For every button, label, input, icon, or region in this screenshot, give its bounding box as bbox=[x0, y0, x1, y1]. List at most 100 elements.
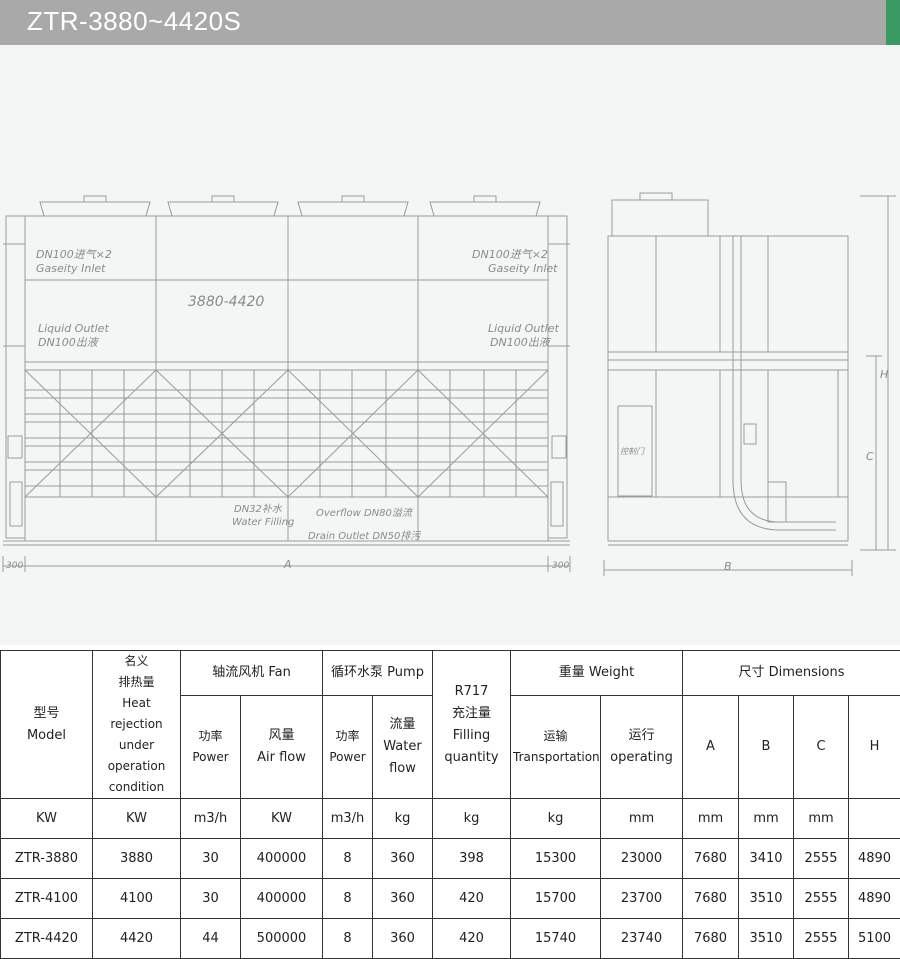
table-cell: 420 bbox=[433, 919, 511, 959]
header-pump-power: 功率 Power bbox=[323, 695, 373, 798]
table-cell: 30 bbox=[181, 839, 241, 879]
header-accent bbox=[886, 0, 900, 45]
table-cell: 398 bbox=[433, 839, 511, 879]
fan-hoods bbox=[40, 196, 540, 216]
dim-a-label: A bbox=[283, 558, 292, 571]
dim-c-label: C bbox=[866, 450, 874, 463]
table-row: ZTR-3880 3880 30 400000 8 360 398 15300 … bbox=[1, 839, 900, 879]
unit-cell: KW bbox=[241, 799, 323, 839]
gas-inlet-en-left: Gaseity Inlet bbox=[36, 262, 106, 275]
water-fill-en: Water Filling bbox=[232, 517, 294, 528]
header-fan-air: 风量 Air flow bbox=[241, 695, 323, 798]
header-pump-flow: 流量 Water flow bbox=[373, 695, 433, 798]
header-operating: 运行 operating bbox=[601, 695, 683, 798]
liquid-outlet-en-left: Liquid Outlet bbox=[38, 322, 109, 335]
table-cell: 2555 bbox=[794, 919, 849, 959]
header-transport: 运输 Transportation bbox=[511, 695, 601, 798]
table-cell: 360 bbox=[373, 839, 433, 879]
table-cell: 44 bbox=[181, 919, 241, 959]
gas-inlet-en-right: Gaseity Inlet bbox=[488, 262, 558, 275]
gas-inlet-cn-right: DN100进气×2 bbox=[472, 248, 548, 261]
header-fan-power: 功率 Power bbox=[181, 695, 241, 798]
table-cell: ZTR-3880 bbox=[1, 839, 93, 879]
unit-cell: kg bbox=[511, 799, 601, 839]
unit-cell: KW bbox=[93, 799, 181, 839]
unit-cell: mm bbox=[794, 799, 849, 839]
header-pump: 循环水泵 Pump bbox=[323, 651, 433, 696]
liquid-outlet-en-right: Liquid Outlet bbox=[488, 322, 559, 335]
drawing-model-label: 3880-4420 bbox=[188, 294, 264, 310]
gas-inlet-cn-left: DN100进气×2 bbox=[36, 248, 112, 261]
table-cell: 3410 bbox=[739, 839, 794, 879]
header-dimensions: 尺寸 Dimensions bbox=[683, 651, 900, 696]
unit-cell: m3/h bbox=[323, 799, 373, 839]
table-row: ZTR-4420 4420 44 500000 8 360 420 15740 … bbox=[1, 919, 900, 959]
unit-cell: KW bbox=[1, 799, 93, 839]
table-cell: 23700 bbox=[601, 879, 683, 919]
table-cell: 5100 bbox=[849, 919, 900, 959]
table-cell: 23000 bbox=[601, 839, 683, 879]
table-cell: 360 bbox=[373, 879, 433, 919]
table-cell: 7680 bbox=[683, 839, 739, 879]
header-dim-a: A bbox=[683, 695, 739, 798]
pump-icon bbox=[768, 482, 786, 522]
unit-cell: m3/h bbox=[181, 799, 241, 839]
header-row-1: 型号 Model 名义 排热量 Heat rejection under ope… bbox=[1, 651, 900, 696]
table-cell: 4890 bbox=[849, 839, 900, 879]
unit-cell: mm bbox=[683, 799, 739, 839]
liquid-outlet-cn-right: DN100出液 bbox=[490, 336, 552, 349]
table-cell: 2555 bbox=[794, 839, 849, 879]
table-cell: 3510 bbox=[739, 919, 794, 959]
table-cell: 15700 bbox=[511, 879, 601, 919]
header-model: 型号 Model bbox=[1, 651, 93, 799]
header-heat-rejection: 名义 排热量 Heat rejection under operation co… bbox=[93, 651, 181, 799]
table-cell: ZTR-4420 bbox=[1, 919, 93, 959]
liquid-outlet-cn-left: DN100出液 bbox=[38, 336, 100, 349]
dim-h-label: H bbox=[880, 368, 888, 381]
technical-drawing: DN100进气×2 Gaseity Inlet DN100进气×2 Gaseit… bbox=[0, 45, 900, 645]
front-louvres bbox=[25, 370, 548, 497]
overflow-label: Overflow DN80溢流 bbox=[316, 507, 414, 519]
dim-300-left: 300 bbox=[6, 561, 23, 571]
table-cell: 4890 bbox=[849, 879, 900, 919]
header-weight: 重量 Weight bbox=[511, 651, 683, 696]
table-cell: 7680 bbox=[683, 919, 739, 959]
water-fill-cn: DN32补水 bbox=[234, 503, 283, 515]
header-dim-h: H bbox=[849, 695, 900, 798]
unit-drawing: DN100进气×2 Gaseity Inlet DN100进气×2 Gaseit… bbox=[0, 45, 900, 645]
table-cell: 23740 bbox=[601, 919, 683, 959]
unit-cell: mm bbox=[739, 799, 794, 839]
front-braces bbox=[25, 370, 548, 497]
drain-label: Drain Outlet DN50排污 bbox=[308, 530, 421, 542]
header-dim-c: C bbox=[794, 695, 849, 798]
unit-cell: kg bbox=[373, 799, 433, 839]
table-cell: 400000 bbox=[241, 879, 323, 919]
side-casing bbox=[608, 236, 848, 541]
table-cell: 4420 bbox=[93, 919, 181, 959]
drawing-labels: DN100进气×2 Gaseity Inlet DN100进气×2 Gaseit… bbox=[6, 248, 888, 573]
dim-b-label: B bbox=[724, 560, 732, 573]
table-cell: 30 bbox=[181, 879, 241, 919]
table-cell: 3510 bbox=[739, 879, 794, 919]
table-cell: 420 bbox=[433, 879, 511, 919]
table-cell: 15300 bbox=[511, 839, 601, 879]
header-fan: 轴流风机 Fan bbox=[181, 651, 323, 696]
header-dim-b: B bbox=[739, 695, 794, 798]
header-r717: R717 充注量 Filling quantity bbox=[433, 651, 511, 799]
table-cell: 2555 bbox=[794, 879, 849, 919]
page-header: ZTR-3880~4420S bbox=[0, 0, 900, 45]
units-row: KW KW m3/h KW m3/h kg kg kg mm mm mm mm bbox=[1, 799, 900, 839]
table-cell: 7680 bbox=[683, 879, 739, 919]
table-cell: 8 bbox=[323, 839, 373, 879]
dim-300-right: 300 bbox=[552, 561, 569, 571]
table-cell: 8 bbox=[323, 879, 373, 919]
table-cell: 360 bbox=[373, 919, 433, 959]
unit-cell: kg bbox=[433, 799, 511, 839]
unit-cell-empty bbox=[849, 799, 900, 839]
spec-table: 型号 Model 名义 排热量 Heat rejection under ope… bbox=[0, 650, 900, 959]
table-row: ZTR-4100 4100 30 400000 8 360 420 15700 … bbox=[1, 879, 900, 919]
control-panel-label: 控制门 bbox=[620, 447, 645, 456]
page-title: ZTR-3880~4420S bbox=[27, 6, 241, 37]
table-cell: 3880 bbox=[93, 839, 181, 879]
table-cell: 8 bbox=[323, 919, 373, 959]
